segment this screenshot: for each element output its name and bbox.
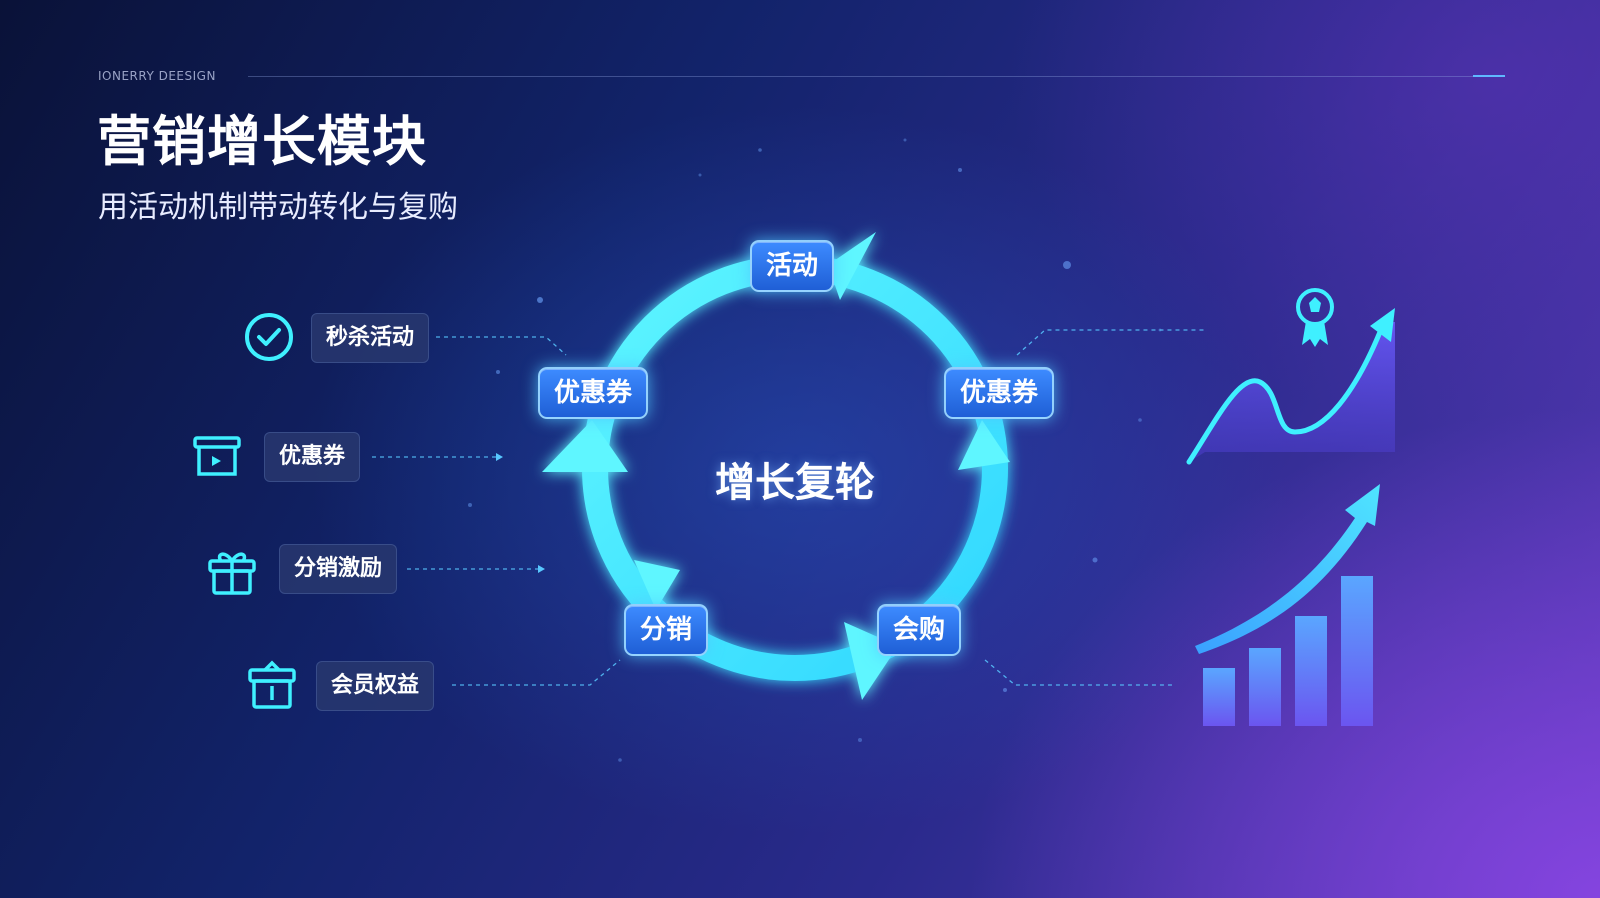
ticket-icon (193, 436, 241, 476)
header-rule-accent (1473, 75, 1505, 77)
trend-up-icon (1186, 308, 1395, 465)
page-title: 营销增长模块 (97, 110, 427, 173)
connector-lines (372, 329, 1205, 686)
cycle-node-purchase: 会购 (877, 604, 962, 656)
gift-box-icon (248, 660, 296, 709)
cycle-node-coupon-right: 优惠券 (944, 367, 1055, 419)
gift-icon (208, 552, 256, 595)
cycle-node-coupon-left: 优惠券 (538, 367, 649, 419)
feature-membership: 会员权益 (316, 661, 435, 711)
check-circle-icon (245, 313, 293, 361)
background-particles (468, 138, 1162, 762)
feature-flash-sale: 秒杀活动 (311, 313, 430, 363)
connector-arrowheads (496, 453, 545, 573)
page-subtitle: 用活动机制带动转化与复购 (98, 190, 458, 225)
header-rule (248, 76, 1473, 77)
brand-label: IONERRY DEESIGN (98, 69, 216, 83)
cycle-node-distribution: 分销 (624, 604, 709, 656)
cycle-node-activity: 活动 (750, 240, 835, 292)
feature-coupon: 优惠券 (264, 432, 361, 482)
feature-distribution: 分销激励 (279, 544, 398, 594)
growth-bar-chart-icon (1195, 484, 1380, 726)
award-ribbon-icon (1296, 288, 1334, 347)
cycle-center-label: 增长复轮 (715, 460, 875, 506)
